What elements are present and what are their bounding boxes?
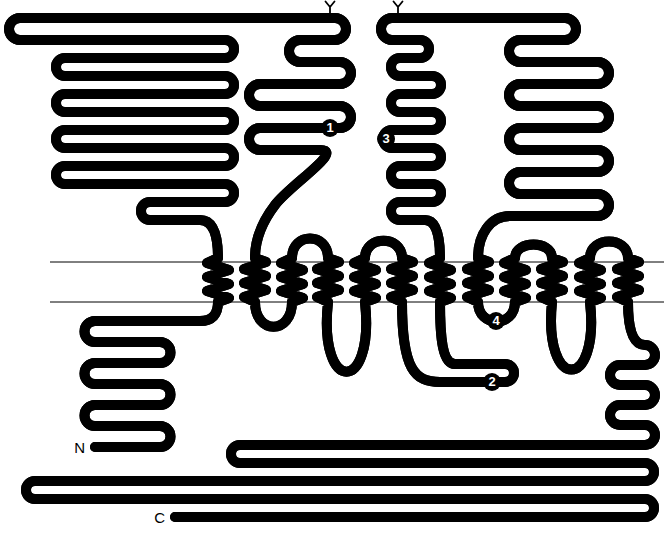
polypeptide-chain — [9, 18, 655, 517]
chain-inner — [9, 18, 655, 517]
glycosylation-symbol — [394, 2, 403, 14]
membrane-line — [50, 302, 664, 303]
callout-number: 3 — [377, 130, 395, 148]
terminus-label: N — [74, 439, 85, 456]
glycosylation-symbol — [326, 2, 335, 14]
callout-number: 1 — [321, 119, 339, 137]
callout-number: 4 — [487, 312, 505, 330]
glycosylation-marks — [326, 2, 403, 14]
callout-number: 2 — [483, 373, 501, 391]
terminus-label: C — [154, 509, 165, 526]
chain-outline — [9, 18, 655, 517]
